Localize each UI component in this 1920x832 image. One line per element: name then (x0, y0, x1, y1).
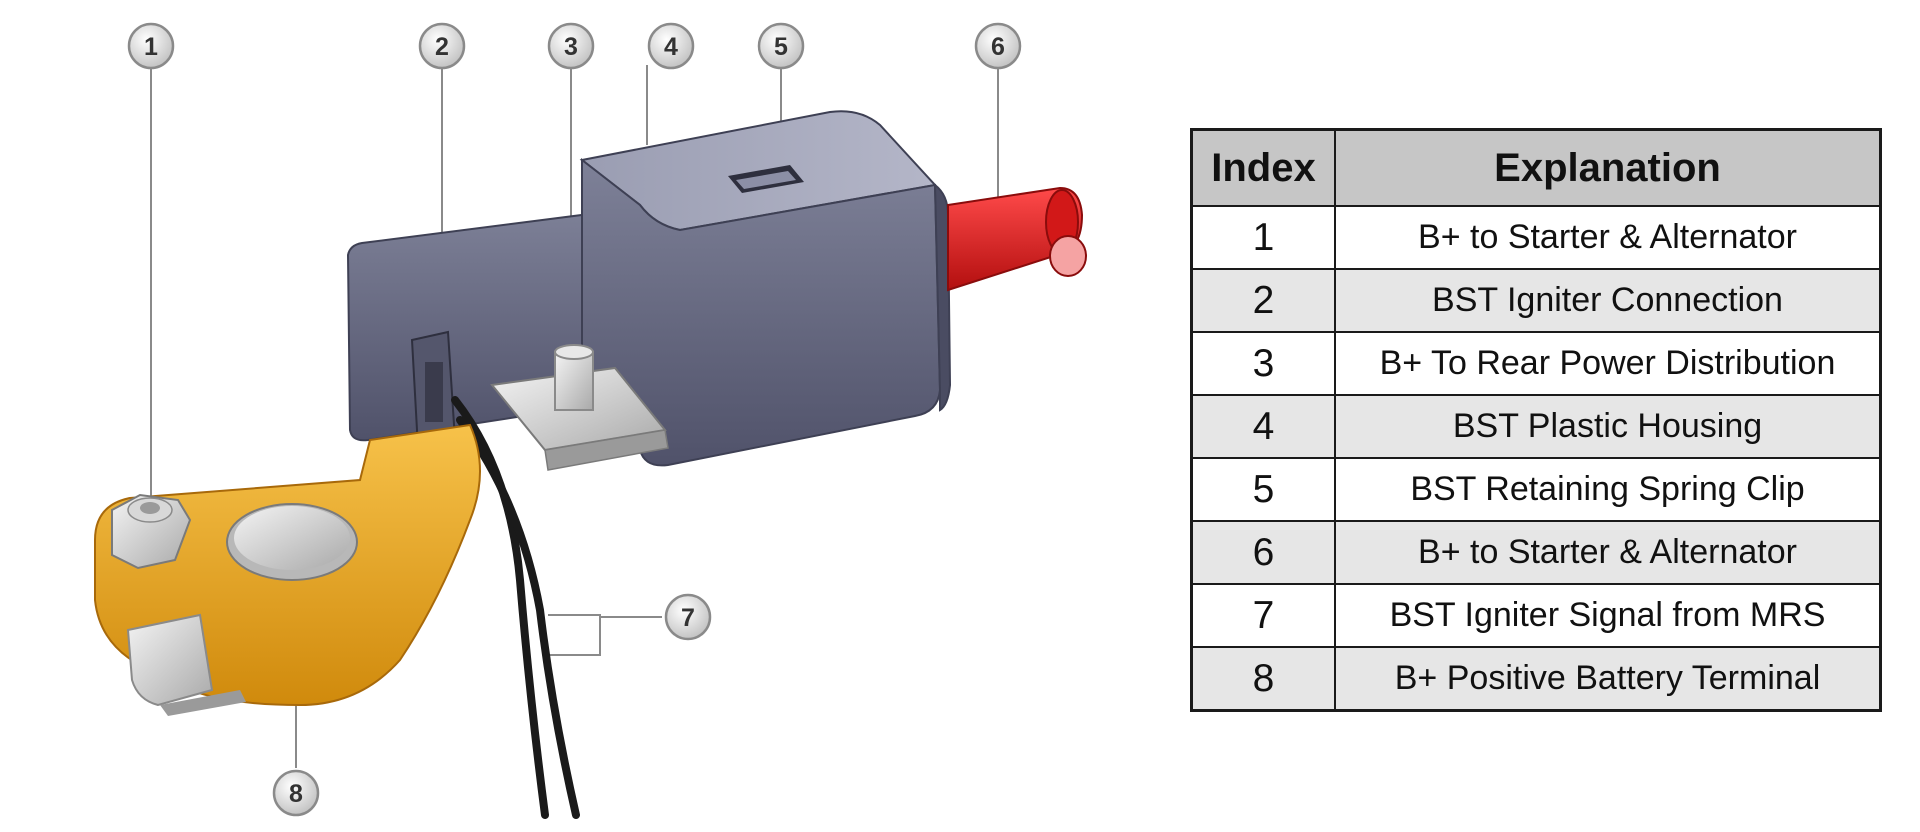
row-explanation: B+ to Starter & Alternator (1334, 520, 1882, 585)
callout-7: 7 (664, 593, 712, 641)
svg-text:4: 4 (664, 33, 678, 61)
row-index: 6 (1190, 520, 1336, 585)
retaining-spring-clip (728, 165, 804, 193)
callout-2: 2 (418, 22, 466, 70)
row-explanation: BST Plastic Housing (1334, 394, 1882, 459)
callout-3: 3 (547, 22, 595, 70)
row-explanation: BST Igniter Connection (1334, 268, 1882, 333)
table-header-row: Index Explanation (1190, 128, 1882, 207)
callout-6: 6 (974, 22, 1022, 70)
row-index: 5 (1190, 457, 1336, 522)
table-row: 2 BST Igniter Connection (1190, 268, 1882, 333)
row-explanation: B+ to Starter & Alternator (1334, 205, 1882, 270)
table-row: 1 B+ to Starter & Alternator (1190, 205, 1882, 270)
callout-8: 8 (272, 769, 320, 817)
positive-battery-terminal (94, 423, 481, 716)
svg-text:2: 2 (435, 33, 449, 61)
row-explanation: B+ Positive Battery Terminal (1334, 646, 1882, 712)
row-explanation: BST Retaining Spring Clip (1334, 457, 1882, 522)
row-index: 2 (1190, 268, 1336, 333)
svg-text:3: 3 (564, 33, 578, 61)
callout-1: 1 (127, 22, 175, 70)
row-index: 4 (1190, 394, 1336, 459)
row-index: 1 (1190, 205, 1336, 270)
callout-4: 4 (647, 22, 695, 70)
explanation-column-header: Explanation (1334, 128, 1882, 207)
table-row: 3 B+ To Rear Power Distribution (1190, 331, 1882, 396)
bst-igniter-connector (410, 330, 457, 450)
red-battery-cable (947, 186, 1087, 292)
svg-text:1: 1 (144, 33, 158, 61)
svg-text:7: 7 (681, 604, 695, 632)
row-index: 8 (1190, 646, 1336, 712)
row-explanation: B+ To Rear Power Distribution (1334, 331, 1882, 396)
row-index: 7 (1190, 583, 1336, 648)
svg-text:8: 8 (289, 780, 303, 808)
table-row: 5 BST Retaining Spring Clip (1190, 457, 1882, 522)
table-row: 7 BST Igniter Signal from MRS (1190, 583, 1882, 648)
row-explanation: BST Igniter Signal from MRS (1334, 583, 1882, 648)
table-row: 8 B+ Positive Battery Terminal (1190, 646, 1882, 712)
index-column-header: Index (1190, 128, 1336, 207)
svg-text:5: 5 (774, 33, 788, 61)
rear-power-stud (490, 344, 669, 471)
table-row: 4 BST Plastic Housing (1190, 394, 1882, 459)
svg-text:6: 6 (991, 33, 1005, 61)
igniter-signal-wires (451, 396, 580, 819)
callout-5: 5 (757, 22, 805, 70)
row-index: 3 (1190, 331, 1336, 396)
callout-bubbles: 1 2 3 4 5 6 7 8 (127, 22, 1022, 817)
table-row: 6 B+ to Starter & Alternator (1190, 520, 1882, 585)
legend-table: Index Explanation 1 B+ to Starter & Alte… (1190, 128, 1882, 712)
